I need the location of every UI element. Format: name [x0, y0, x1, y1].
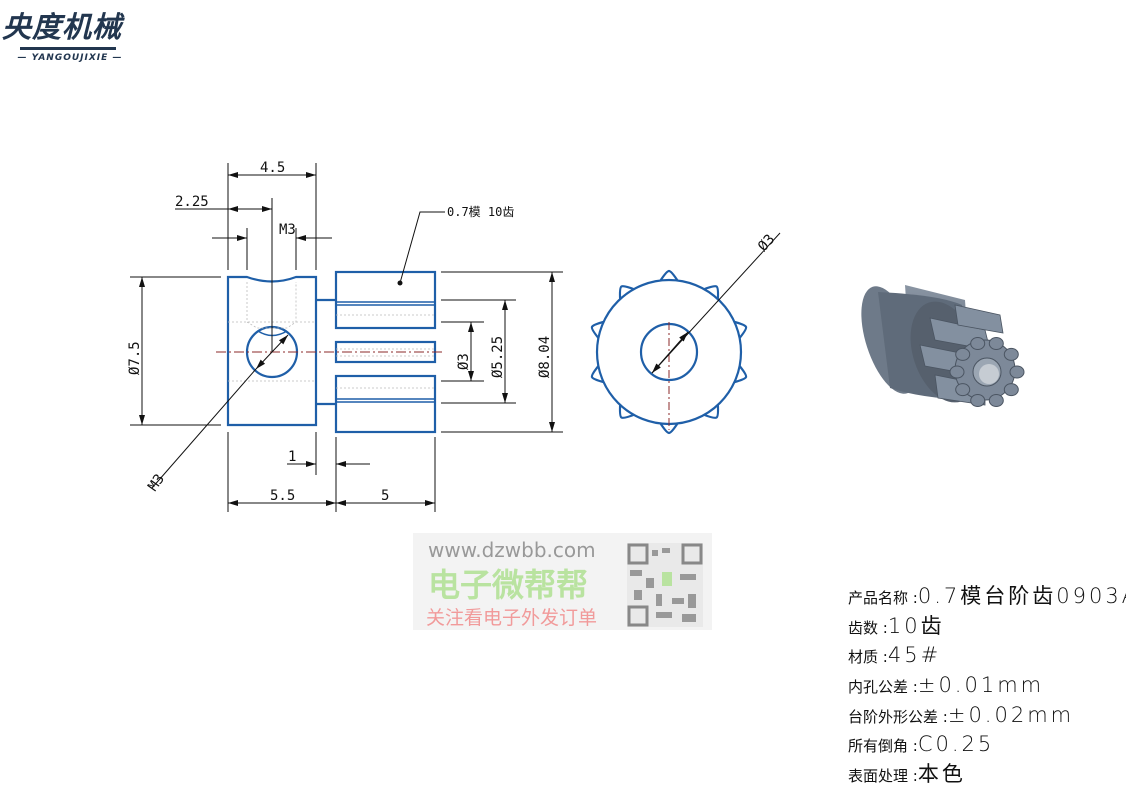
spec-value: 10齿 [887, 613, 945, 638]
spec-label: 齿数 [848, 618, 879, 637]
dim-gear-len: 5 [381, 488, 389, 504]
watermark-slogan: 关注看电子外发订单 [426, 607, 597, 629]
render-tooth [955, 383, 971, 397]
gear-tooth-top [334, 270, 437, 330]
spec-separator: : [908, 589, 918, 607]
spec-row: 材质 :45# [848, 641, 1126, 671]
dim-bore-dia: Ø3 [456, 353, 472, 370]
render-tooth [1003, 383, 1019, 397]
dim-hub-len: 5.5 [270, 488, 295, 504]
spec-row: 台阶外形公差 :±0.02mm [848, 701, 1126, 731]
brand-name-cn: 央度机械 [2, 10, 123, 44]
spec-row: 表面处理 :本色 [848, 760, 1126, 790]
dim-4.5: 4.5 [260, 160, 285, 176]
gear-teeth [590, 269, 748, 435]
watermark-name: 电子微帮帮 [428, 566, 588, 604]
gear-tooth [702, 403, 720, 419]
gear-tooth [590, 320, 606, 340]
dim-m3-leader: M3 [145, 471, 168, 494]
spec-label: 材质 [848, 648, 879, 667]
dim-root-dia: Ø5.25 [490, 336, 506, 378]
spec-separator: : [878, 648, 888, 667]
front-bore-dia: Ø3 [755, 231, 778, 254]
spec-row: 产品名称 :0.7模台阶齿0903A [848, 582, 1126, 612]
gear-spec-label: 0.7模 10齿 [447, 205, 514, 219]
spec-separator: : [878, 618, 888, 637]
dimension-labels: 4.5 2.25 M3 Ø7.5 M3 0.7模 10齿 Ø3 Ø5.25 Ø8… [127, 160, 553, 504]
gear-tooth [732, 320, 748, 340]
spec-row: 内孔公差 :±0.01mm [848, 671, 1126, 701]
dim-m3-top: M3 [279, 222, 296, 238]
render-tooth [970, 394, 986, 407]
spec-separator: : [938, 707, 948, 726]
spec-value: ±0.02mm [947, 702, 1075, 727]
spec-label: 内孔公差 [848, 678, 909, 697]
spec-separator: : [908, 767, 918, 786]
dimensions [130, 163, 563, 512]
dim-outer-dia: Ø8.04 [537, 336, 553, 378]
gear-tooth [590, 364, 606, 384]
spec-separator: : [908, 737, 918, 756]
spec-value: ±0.01mm [917, 673, 1045, 698]
render-tooth [955, 347, 971, 361]
spec-label: 表面处理 [848, 767, 909, 786]
render-tooth [970, 337, 986, 350]
logo-divider [20, 47, 116, 50]
gear-tooth [732, 364, 748, 384]
brand-logo: 央度机械 — YANGOUJIXIE — [0, 10, 140, 63]
dim-neck: 1 [288, 449, 296, 465]
spec-separator: : [908, 678, 918, 697]
dim-2.25: 2.25 [175, 194, 209, 210]
spec-label: 产品名称 [848, 589, 909, 607]
gear-tooth [658, 269, 680, 283]
spec-label: 台阶外形公差 [848, 707, 939, 726]
render-tooth [988, 337, 1004, 350]
side-view [216, 270, 445, 434]
spec-value: C0.25 [917, 732, 995, 757]
render-tooth [949, 365, 965, 379]
render-tooth [988, 394, 1004, 407]
gear-tooth-bottom [334, 374, 437, 434]
gear-tooth [618, 285, 636, 301]
gear-tooth [658, 421, 680, 435]
spec-value: 45# [887, 643, 942, 668]
render-tooth [1009, 365, 1025, 379]
gear-tooth [618, 403, 636, 419]
brand-name-en: — YANGOUJIXIE — [17, 53, 123, 63]
render-tooth [1003, 347, 1019, 361]
spec-row: 所有倒角 :C0.25 [848, 730, 1126, 760]
spec-value: 本色 [917, 762, 966, 787]
dim-hub-dia: Ø7.5 [127, 341, 143, 375]
gear-tooth [702, 285, 720, 301]
watermark: www.dzwbb.com 电子微帮帮 关注看电子外发订单 [413, 533, 712, 630]
spec-value: 0.7模台阶齿0903A [917, 584, 1126, 608]
watermark-url: www.dzwbb.com [428, 538, 596, 562]
qr-code [627, 543, 703, 627]
hub-outline [226, 275, 318, 427]
spec-label: 所有倒角 [848, 737, 909, 756]
spec-row: 齿数 :10齿 [848, 612, 1126, 642]
gear-3d-render [861, 285, 1025, 407]
front-view: Ø3 [590, 231, 781, 435]
